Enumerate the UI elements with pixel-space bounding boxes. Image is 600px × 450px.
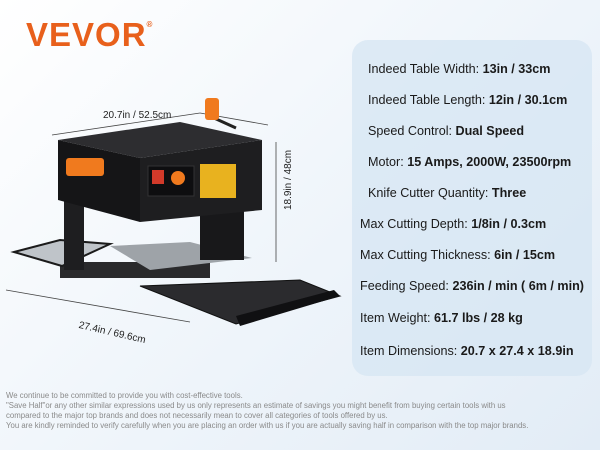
crank-arm (213, 116, 237, 130)
crank-knob (205, 98, 219, 120)
spec-row: Motor: 15 Amps, 2000W, 23500rpm (368, 154, 600, 170)
warning-label (200, 164, 236, 198)
disclaimer-line: We continue to be committed to provide y… (6, 391, 243, 400)
spec-value: Dual Speed (455, 124, 525, 138)
side-handle (66, 158, 104, 176)
spec-label: Item Weight: (360, 311, 434, 325)
spec-row: Max Cutting Depth: 1/8in / 0.3cm (360, 216, 600, 232)
spec-value: 6in / 15cm (494, 248, 556, 262)
spec-value: 61.7 lbs / 28 kg (433, 311, 523, 325)
spec-value: Three (491, 186, 527, 200)
spec-row: Max Cutting Thickness: 6in / 15cm (360, 247, 600, 263)
height-dimension-label: 18.9in / 48cm (283, 149, 294, 210)
spec-label: Indeed Table Width: (368, 62, 483, 76)
spec-value: 20.7 x 27.4 x 18.9in (460, 344, 574, 358)
spec-value: 15 Amps, 2000W, 23500rpm (407, 155, 572, 169)
spec-row: Item Dimensions: 20.7 x 27.4 x 18.9in (360, 343, 600, 359)
disclaimer-line: compared to the major top brands and doe… (6, 411, 388, 420)
spec-label: Max Cutting Depth: (360, 217, 472, 231)
spec-row: Indeed Table Length: 12in / 30.1cm (368, 92, 600, 108)
disclaimer: We continue to be committed to provide y… (6, 391, 598, 431)
spec-value: 12in / 30.1cm (488, 93, 568, 107)
length-dimension-line (5, 289, 191, 323)
planer-image (5, 98, 342, 326)
spec-label: Item Dimensions: (360, 344, 461, 358)
spec-value: 236in / min ( 6m / min) (452, 279, 585, 293)
spec-label: Indeed Table Length: (368, 93, 489, 107)
spec-value: 13in / 33cm (482, 62, 551, 76)
spec-row: Indeed Table Width: 13in / 33cm (368, 61, 600, 77)
infeed-table (10, 238, 114, 268)
spec-row: Speed Control: Dual Speed (368, 123, 600, 139)
spec-label: Feeding Speed: (360, 279, 453, 293)
spec-label: Speed Control: (368, 124, 456, 138)
spec-row: Item Weight: 61.7 lbs / 28 kg (360, 310, 600, 326)
spec-label: Motor: (368, 155, 408, 169)
power-switch (152, 170, 164, 184)
spec-row: Feeding Speed: 236in / min ( 6m / min) (360, 278, 600, 294)
brand-registered-mark: ® (146, 20, 154, 29)
disclaimer-line: You are kindly reminded to verify carefu… (6, 421, 529, 430)
disclaimer-line: "Save Half"or any other similar expressi… (6, 401, 506, 410)
housing-top (58, 122, 262, 158)
spec-row: Knife Cutter Quantity: Three (368, 185, 600, 201)
speed-knob (171, 171, 185, 185)
brand-logo: VEVOR® (26, 16, 153, 54)
width-dimension-label: 20.7in / 52.5cm (103, 110, 172, 121)
spec-label: Knife Cutter Quantity: (368, 186, 492, 200)
brand-name: VEVOR (26, 16, 147, 53)
spec-value: 1/8in / 0.3cm (471, 217, 547, 231)
outfeed-rails (236, 290, 340, 326)
spec-label: Max Cutting Thickness: (360, 248, 495, 262)
spec-panel: Indeed Table Width: 13in / 33cm Indeed T… (352, 40, 592, 376)
